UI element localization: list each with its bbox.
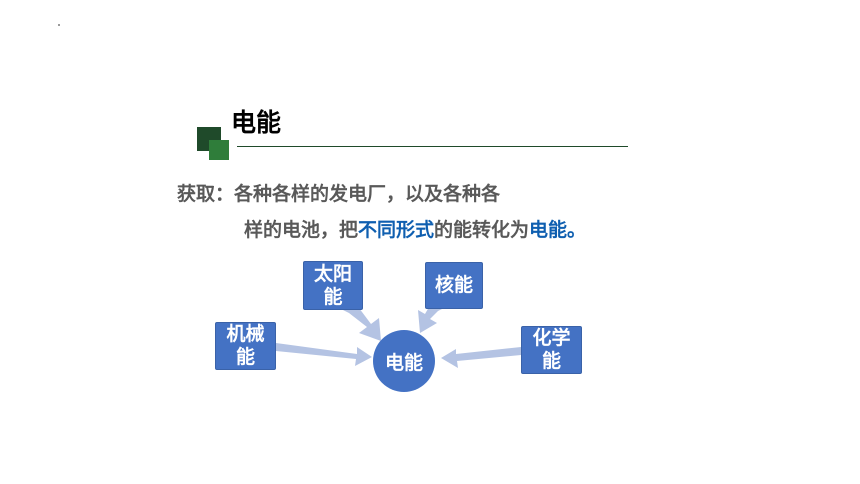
nuclear-energy-box: 核能 bbox=[425, 262, 483, 309]
corner-dot bbox=[58, 24, 60, 26]
mechanical-energy-label-1: 机械 bbox=[226, 323, 265, 345]
title-marker-green-square bbox=[209, 140, 229, 160]
solar-energy-label-1: 太阳 bbox=[313, 262, 352, 285]
arrow-mechanical-to-center bbox=[276, 343, 372, 366]
body-line-2-middle: 的能转化为 bbox=[434, 219, 530, 241]
body-line-2-prefix: 样的电池，把 bbox=[244, 219, 359, 241]
chemical-energy-box: 化学 能 bbox=[521, 326, 582, 374]
body-line-2: 样的电池，把不同形式的能转化为电能。 bbox=[244, 216, 586, 244]
mechanical-energy-box: 机械 能 bbox=[215, 322, 276, 370]
electric-energy-circle: 电能 bbox=[373, 330, 435, 392]
arrow-solar-to-center bbox=[341, 300, 381, 341]
chemical-energy-label-1: 化学 bbox=[532, 327, 571, 349]
title-underline bbox=[237, 146, 628, 147]
slide-title: 电能 bbox=[231, 108, 282, 137]
solar-energy-box: 太阳 能 bbox=[303, 261, 363, 310]
nuclear-energy-label: 核能 bbox=[434, 274, 473, 296]
arrow-chemical-to-center bbox=[441, 347, 521, 368]
body-line-1: 获取：各种各样的发电厂，以及各种各 bbox=[177, 183, 501, 205]
chemical-energy-label-2: 能 bbox=[541, 350, 561, 372]
electric-energy-label: 电能 bbox=[384, 351, 423, 374]
highlight-electric-energy: 电能。 bbox=[529, 219, 587, 241]
highlight-different-forms: 不同形式 bbox=[358, 219, 435, 241]
solar-energy-label-2: 能 bbox=[323, 285, 343, 308]
mechanical-energy-label-2: 能 bbox=[235, 346, 255, 368]
